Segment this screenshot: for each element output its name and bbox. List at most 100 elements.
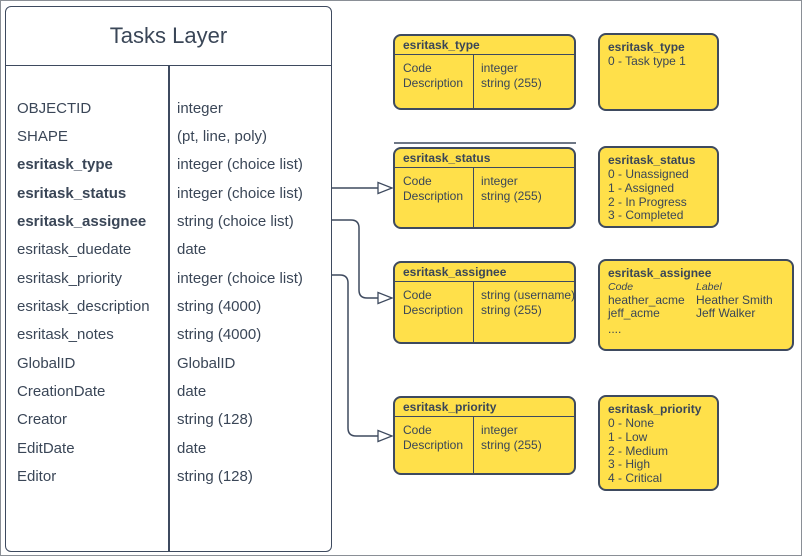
- domain-field-type: integer: [481, 61, 518, 75]
- value-item: 1 - Assigned: [608, 180, 675, 195]
- domain-table-title: esritask_type: [395, 36, 574, 55]
- value-item: 2 - In Progress: [608, 194, 687, 209]
- domain-table-title: esritask_assignee: [395, 263, 574, 282]
- connector-assignee-line: [332, 219, 378, 299]
- domain-field-type: string (255): [481, 189, 542, 203]
- domain-field-type: string (255): [481, 438, 542, 452]
- field-type: date: [177, 439, 207, 457]
- value-item: 1 - Low: [608, 429, 648, 444]
- domain-table-title: esritask_status: [395, 149, 574, 168]
- domain-values-title: esritask_status: [608, 153, 696, 167]
- value-item: 0 - None: [608, 416, 655, 430]
- value-item: 3 - High: [608, 457, 651, 472]
- domain-values-body: 0 - Task type 1: [608, 54, 709, 69]
- field-row: OBJECTID integer: [6, 94, 331, 122]
- value-item: 3 - Completed: [608, 208, 684, 223]
- domain-field-label: Description: [403, 76, 464, 90]
- value-code: jeff_acme: [608, 306, 660, 320]
- field-name: esritask_priority: [17, 269, 123, 287]
- field-type: integer (choice list): [177, 269, 303, 287]
- domain-field-label: Description: [403, 303, 464, 317]
- domain-field-label: Description: [403, 438, 464, 452]
- field-row: esritask_duedate date: [6, 236, 331, 264]
- field-row: esritask_notes string (4000): [6, 321, 331, 349]
- field-row: esritask_status integer (choice list): [6, 179, 331, 207]
- connector-assignee-arrowhead: [377, 291, 394, 305]
- field-row: Editor string (128): [6, 462, 331, 490]
- field-type: string (4000): [177, 298, 262, 316]
- field-name: Editor: [17, 468, 57, 486]
- field-type: integer (choice list): [177, 156, 303, 174]
- field-type: date: [177, 383, 207, 401]
- field-name: CreationDate: [17, 383, 106, 401]
- domain-field-type: integer: [481, 174, 518, 188]
- field-name: esritask_status: [17, 184, 127, 202]
- value-code: heather_acme: [608, 293, 685, 307]
- value-item: 0 - Task type 1: [608, 54, 686, 68]
- field-row: esritask_description string (4000): [6, 292, 331, 320]
- field-row: SHAPE (pt, line, poly): [6, 122, 331, 150]
- field-type: GlobalID: [177, 354, 236, 372]
- value-pair-row: jeff_acme Jeff Walker: [608, 307, 784, 320]
- connector-priority-line: [332, 274, 378, 437]
- connector-priority-arrowhead: [377, 429, 394, 443]
- field-row: Creator string (128): [6, 406, 331, 434]
- domain-table-title: esritask_priority: [395, 398, 574, 417]
- field-type: integer (choice list): [177, 184, 303, 202]
- value-item: 0 - Unassigned: [608, 167, 689, 181]
- value-item: 4 - Critical: [608, 471, 663, 486]
- field-name: Creator: [17, 411, 68, 429]
- field-type: integer: [177, 99, 223, 117]
- field-name: esritask_assignee: [17, 213, 147, 231]
- tasks-layer-table: Tasks Layer OBJECTID integer SHAPE (pt, …: [5, 6, 332, 552]
- domain-field-type: string (255): [481, 76, 542, 90]
- domain-field-label: Code: [403, 288, 432, 302]
- field-name: OBJECTID: [17, 99, 92, 117]
- value-code-column-header: Code: [608, 281, 634, 293]
- domain-field-label: Code: [403, 423, 432, 437]
- field-type: string (128): [177, 468, 253, 486]
- value-label: Jeff Walker: [696, 306, 756, 320]
- field-type: date: [177, 241, 207, 259]
- domain-table-types-column: string (username)string (255): [473, 282, 575, 342]
- field-row: CreationDate date: [6, 377, 331, 405]
- domain-values-title: esritask_type: [608, 40, 685, 54]
- tasks-layer-column-divider: [168, 66, 170, 551]
- field-row: esritask_priority integer (choice list): [6, 264, 331, 292]
- field-type: (pt, line, poly): [177, 128, 268, 146]
- field-name: SHAPE: [17, 128, 68, 146]
- domain-values-box: esritask_type 0 - Task type 1: [598, 33, 719, 111]
- field-type: string (4000): [177, 326, 262, 344]
- domain-field-type: string (255): [481, 303, 542, 317]
- value-more-indicator: ....: [608, 322, 622, 336]
- tasks-layer-title: Tasks Layer: [6, 7, 331, 66]
- field-name: esritask_notes: [17, 326, 114, 344]
- field-type: string (choice list): [177, 213, 294, 231]
- domain-field-type: integer: [481, 423, 518, 437]
- field-row: esritask_assignee string (choice list): [6, 207, 331, 235]
- domain-field-type: string (username): [481, 288, 576, 302]
- field-row: GlobalID GlobalID: [6, 349, 331, 377]
